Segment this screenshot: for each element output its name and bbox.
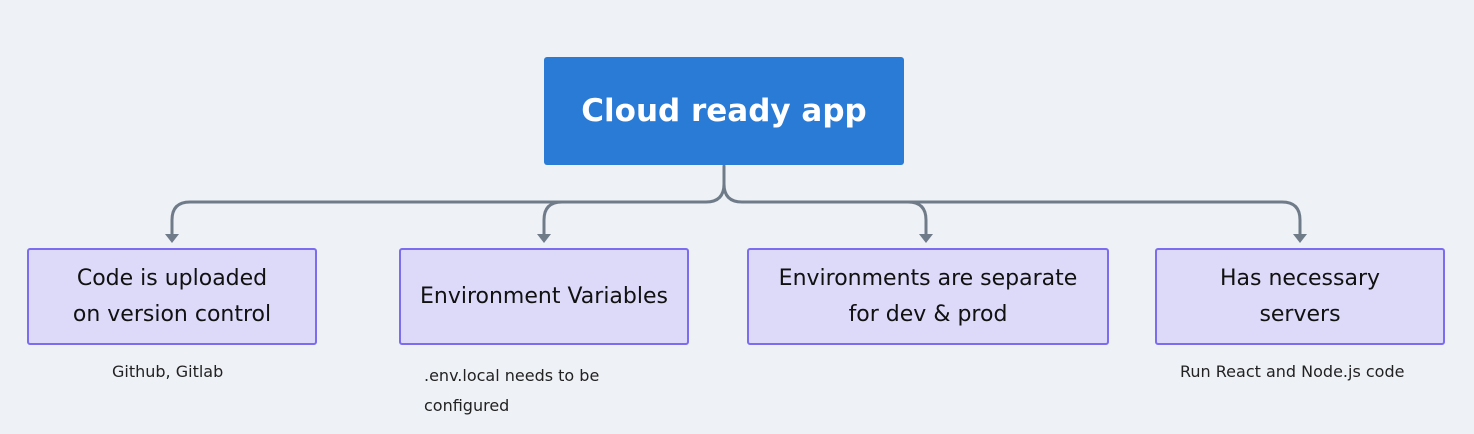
node-environment-variables-label: Environment Variables (419, 283, 668, 309)
connector-branch-2 (542, 200, 564, 238)
arrowhead-3 (919, 234, 933, 243)
node-version-control[interactable]: Code is uploaded on version control (27, 248, 317, 345)
arrowhead-2 (537, 234, 551, 243)
node-servers[interactable]: Has necessary servers (1155, 248, 1445, 345)
node-separate-environments-label: Environments are separate for dev & prod (778, 265, 1078, 327)
connector-trunk (170, 164, 726, 238)
node-separate-environments[interactable]: Environments are separate for dev & prod (747, 248, 1109, 345)
arrowhead-4 (1293, 234, 1307, 243)
root-node[interactable]: Cloud ready app (544, 57, 904, 165)
node-environment-variables[interactable]: Environment Variables (399, 248, 689, 345)
connector-branch-3 (906, 200, 928, 238)
arrowhead-1 (165, 234, 179, 243)
node-servers-label: Has necessary servers (1219, 265, 1381, 327)
root-node-label: Cloud ready app (581, 93, 867, 129)
connector-trunk-right (722, 182, 1302, 238)
note-servers: Run React and Node.js code (1180, 362, 1405, 381)
note-version-control: Github, Gitlab (112, 362, 224, 381)
node-version-control-label: Code is uploaded on version control (72, 265, 272, 327)
note-environment-variables: .env.local needs to be configured (424, 366, 600, 415)
